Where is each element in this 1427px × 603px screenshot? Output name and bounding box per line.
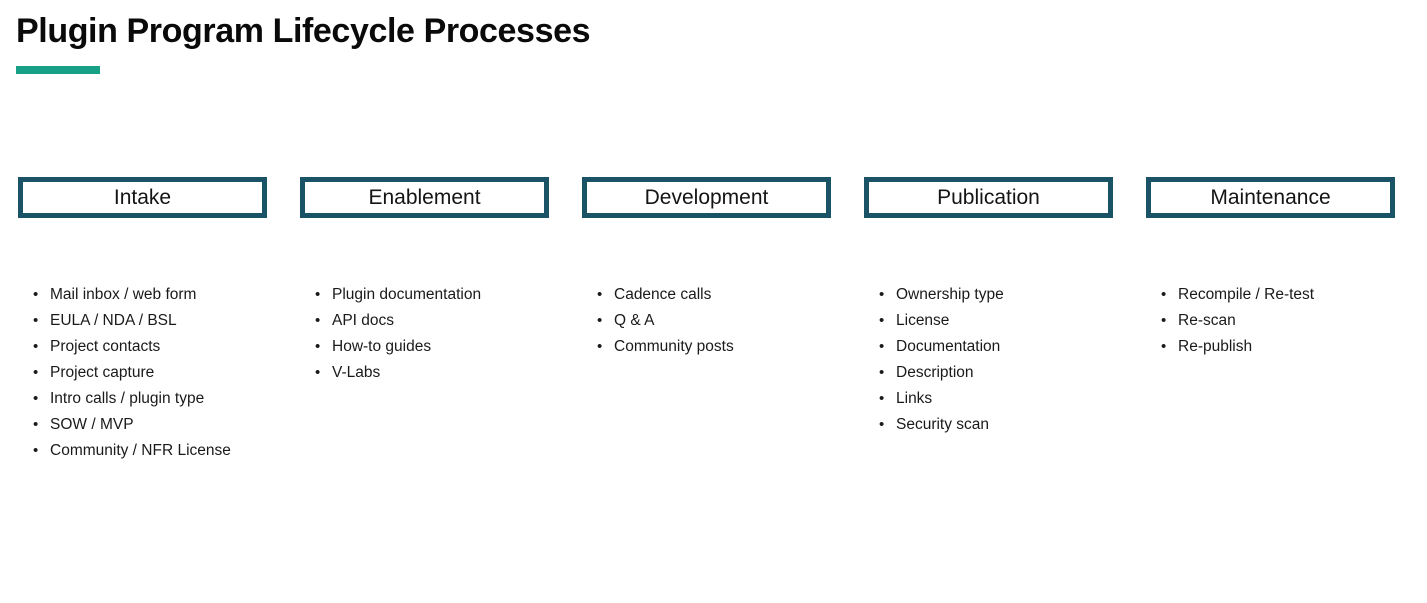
- list-item: • Description: [864, 360, 1113, 386]
- bullet-icon: •: [315, 364, 321, 381]
- list-item: • Documentation: [864, 334, 1113, 360]
- list-item-label: Cadence calls: [614, 286, 712, 303]
- list-item: • Project contacts: [18, 334, 267, 360]
- list-item-label: Community / NFR License: [50, 442, 231, 459]
- list-item: • How-to guides: [300, 334, 549, 360]
- bullet-icon: •: [315, 338, 321, 355]
- list-item-label: Documentation: [896, 338, 1001, 355]
- phase-box-publication[interactable]: Publication: [864, 177, 1113, 218]
- bullet-list-intake: • Mail inbox / web form • EULA / NDA / B…: [18, 282, 267, 464]
- page-title: Plugin Program Lifecycle Processes: [16, 12, 591, 50]
- phase-label-publication: Publication: [937, 185, 1040, 209]
- bullet-icon: •: [597, 338, 603, 355]
- list-item: • Mail inbox / web form: [18, 282, 267, 308]
- list-item-label: Q & A: [614, 312, 655, 329]
- bullet-icon: •: [597, 286, 603, 303]
- bullet-icon: •: [33, 338, 39, 355]
- list-item-label: Plugin documentation: [332, 286, 482, 303]
- list-item: • Intro calls / plugin type: [18, 386, 267, 412]
- list-item-label: Security scan: [896, 416, 990, 433]
- list-item: • Community / NFR License: [18, 438, 267, 464]
- list-item: • Security scan: [864, 412, 1113, 438]
- bullet-icon: •: [33, 286, 39, 303]
- lifecycle-column-publication: Publication • Ownership type • License •…: [864, 177, 1113, 438]
- bullet-icon: •: [879, 286, 885, 303]
- phase-box-intake[interactable]: Intake: [18, 177, 267, 218]
- bullet-icon: •: [315, 312, 321, 329]
- list-item-label: SOW / MVP: [50, 416, 134, 433]
- phase-box-maintenance[interactable]: Maintenance: [1146, 177, 1395, 218]
- list-item-label: License: [896, 312, 950, 329]
- bullet-icon: •: [597, 312, 603, 329]
- list-item-label: Project capture: [50, 364, 155, 381]
- list-item-label: Links: [896, 390, 933, 407]
- list-item-label: API docs: [332, 312, 395, 329]
- phase-box-enablement[interactable]: Enablement: [300, 177, 549, 218]
- bullet-list-maintenance: • Recompile / Re-test • Re-scan • Re-pub…: [1146, 282, 1395, 360]
- bullet-icon: •: [879, 312, 885, 329]
- bullet-icon: •: [33, 364, 39, 381]
- bullet-list-enablement: • Plugin documentation • API docs • How-…: [300, 282, 549, 386]
- list-item: • EULA / NDA / BSL: [18, 308, 267, 334]
- list-item: • API docs: [300, 308, 549, 334]
- phase-label-maintenance: Maintenance: [1210, 185, 1331, 209]
- list-item-label: Re-scan: [1178, 312, 1236, 329]
- list-item: • V-Labs: [300, 360, 549, 386]
- lifecycle-column-development: Development • Cadence calls • Q & A • Co…: [582, 177, 831, 360]
- lifecycle-column-enablement: Enablement • Plugin documentation • API …: [300, 177, 549, 386]
- bullet-list-development: • Cadence calls • Q & A • Community post…: [582, 282, 831, 360]
- list-item-label: Mail inbox / web form: [50, 286, 197, 303]
- phase-box-development[interactable]: Development: [582, 177, 831, 218]
- lifecycle-columns: Intake • Mail inbox / web form • EULA / …: [18, 177, 1409, 464]
- lifecycle-column-intake: Intake • Mail inbox / web form • EULA / …: [18, 177, 267, 464]
- bullet-icon: •: [879, 416, 885, 433]
- phase-label-intake: Intake: [113, 185, 172, 209]
- list-item: • Cadence calls: [582, 282, 831, 308]
- bullet-icon: •: [1161, 286, 1167, 303]
- list-item-label: Ownership type: [896, 286, 1004, 303]
- bullet-icon: •: [879, 338, 885, 355]
- list-item: • Links: [864, 386, 1113, 412]
- title-block: Plugin Program Lifecycle Processes: [16, 8, 916, 74]
- list-item-label: Community posts: [614, 338, 734, 355]
- list-item: • Recompile / Re-test: [1146, 282, 1395, 308]
- bullet-icon: •: [33, 416, 39, 433]
- bullet-list-publication: • Ownership type • License • Documentati…: [864, 282, 1113, 438]
- list-item: • Re-publish: [1146, 334, 1395, 360]
- list-item: • SOW / MVP: [18, 412, 267, 438]
- bullet-icon: •: [1161, 312, 1167, 329]
- phase-label-development: Development: [644, 185, 769, 209]
- list-item-label: How-to guides: [332, 338, 432, 355]
- phase-label-enablement: Enablement: [368, 185, 481, 209]
- list-item: • Community posts: [582, 334, 831, 360]
- list-item-label: EULA / NDA / BSL: [50, 312, 177, 329]
- bullet-icon: •: [315, 286, 321, 303]
- bullet-icon: •: [879, 390, 885, 407]
- list-item-label: V-Labs: [332, 364, 381, 381]
- bullet-icon: •: [33, 442, 39, 459]
- title-accent-rule: [16, 66, 100, 74]
- list-item: • Plugin documentation: [300, 282, 549, 308]
- bullet-icon: •: [1161, 338, 1167, 355]
- list-item: • Project capture: [18, 360, 267, 386]
- bullet-icon: •: [33, 312, 39, 329]
- list-item: • Q & A: [582, 308, 831, 334]
- lifecycle-column-maintenance: Maintenance • Recompile / Re-test • Re-s…: [1146, 177, 1395, 360]
- list-item-label: Description: [896, 364, 974, 381]
- list-item-label: Recompile / Re-test: [1178, 286, 1315, 303]
- list-item: • License: [864, 308, 1113, 334]
- list-item-label: Project contacts: [50, 338, 161, 355]
- list-item-label: Re-publish: [1178, 338, 1253, 355]
- list-item: • Ownership type: [864, 282, 1113, 308]
- bullet-icon: •: [879, 364, 885, 381]
- bullet-icon: •: [33, 390, 39, 407]
- list-item: • Re-scan: [1146, 308, 1395, 334]
- list-item-label: Intro calls / plugin type: [50, 390, 205, 407]
